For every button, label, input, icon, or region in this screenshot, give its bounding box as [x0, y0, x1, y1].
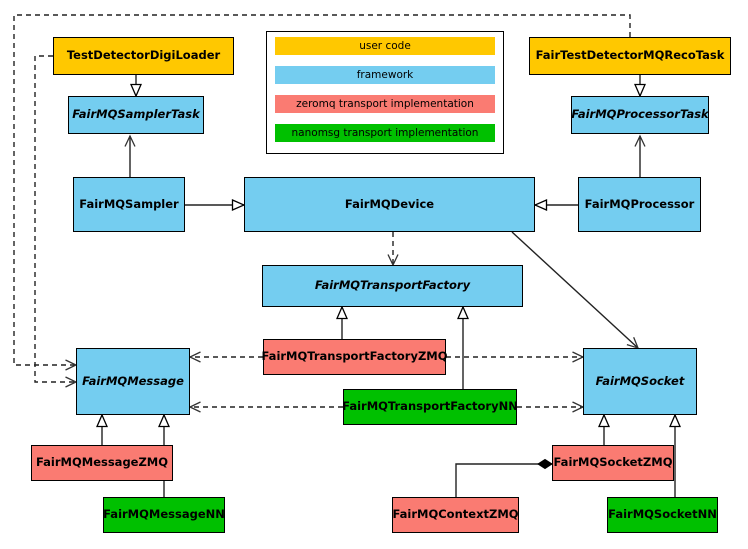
class-node-label: FairMQSocket	[595, 373, 685, 388]
class-node-label: FairMQTransportFactoryZMQ	[261, 349, 448, 364]
legend-item-user-code: user code	[275, 37, 495, 55]
class-node-label: TestDetectorDigiLoader	[66, 48, 221, 63]
legend-item-framework: framework	[275, 66, 495, 84]
legend-label-nanomsg: nanomsg transport implementation	[291, 127, 479, 139]
class-node-fairmqprocessor[interactable]: FairMQProcessor	[578, 177, 701, 232]
class-node-label: FairMQProcessor	[584, 196, 695, 211]
class-node-fairmqsocketnn[interactable]: FairMQSocketNN	[607, 497, 718, 533]
legend-item-nanomsg: nanomsg transport implementation	[275, 124, 495, 142]
class-node-label: FairMQContextZMQ	[392, 507, 519, 522]
class-node-fairmqtransportfactory[interactable]: FairMQTransportFactory	[262, 265, 523, 307]
class-node-fairmqsocketzmq[interactable]: FairMQSocketZMQ	[552, 445, 674, 481]
class-node-label: FairMQMessageNN	[103, 507, 225, 522]
class-node-label: FairMQMessageZMQ	[35, 455, 169, 470]
class-node-label: FairMQProcessorTask	[571, 107, 709, 122]
edge-device-socket	[511, 231, 638, 348]
class-node-fairmqcontextzmq[interactable]: FairMQContextZMQ	[392, 497, 519, 533]
class-node-label: FairMQSocketNN	[608, 507, 717, 522]
edge-recotask-message	[13, 14, 631, 365]
class-node-fairmqsocket[interactable]: FairMQSocket	[583, 348, 697, 415]
legend-item-zeromq: zeromq transport implementation	[275, 95, 495, 113]
class-node-fairmqtransportfactorynn[interactable]: FairMQTransportFactoryNN	[342, 389, 518, 425]
class-node-fairmqmessage[interactable]: FairMQMessage	[76, 348, 190, 415]
class-node-label: FairMQDevice	[344, 196, 435, 211]
class-node-label: FairMQTransportFactoryNN	[342, 399, 518, 414]
class-node-label: FairMQSocketZMQ	[553, 455, 673, 470]
class-node-label: FairTestDetectorMQRecoTask	[535, 48, 725, 63]
edge-contextzmq-socketzmq	[455, 458, 553, 497]
class-node-fairmqmessagezmq[interactable]: FairMQMessageZMQ	[31, 445, 173, 481]
class-node-fairmqprocessortask[interactable]: FairMQProcessorTask	[571, 96, 709, 134]
class-node-label: FairMQSamplerTask	[72, 107, 200, 122]
class-node-fairtestdetectormqrecotask[interactable]: FairTestDetectorMQRecoTask	[529, 37, 731, 75]
class-node-testdetectordigiloader[interactable]: TestDetectorDigiLoader	[53, 37, 234, 75]
class-node-label: FairMQTransportFactory	[314, 278, 471, 293]
class-node-label: FairMQMessage	[82, 373, 184, 388]
class-node-fairmqdevice[interactable]: FairMQDevice	[244, 177, 535, 232]
class-node-label: FairMQSampler	[79, 196, 179, 211]
legend-label-framework: framework	[356, 69, 414, 81]
class-node-fairmqmessagenn[interactable]: FairMQMessageNN	[103, 497, 225, 533]
class-node-fairmqsamplertask[interactable]: FairMQSamplerTask	[68, 96, 204, 134]
legend-label-user-code: user code	[359, 40, 411, 52]
legend-label-zeromq: zeromq transport implementation	[296, 98, 474, 110]
class-node-fairmqtransportfactoryzmq[interactable]: FairMQTransportFactoryZMQ	[261, 339, 448, 375]
class-node-fairmqsampler[interactable]: FairMQSampler	[73, 177, 185, 232]
edge-digiloader-message	[34, 55, 76, 382]
